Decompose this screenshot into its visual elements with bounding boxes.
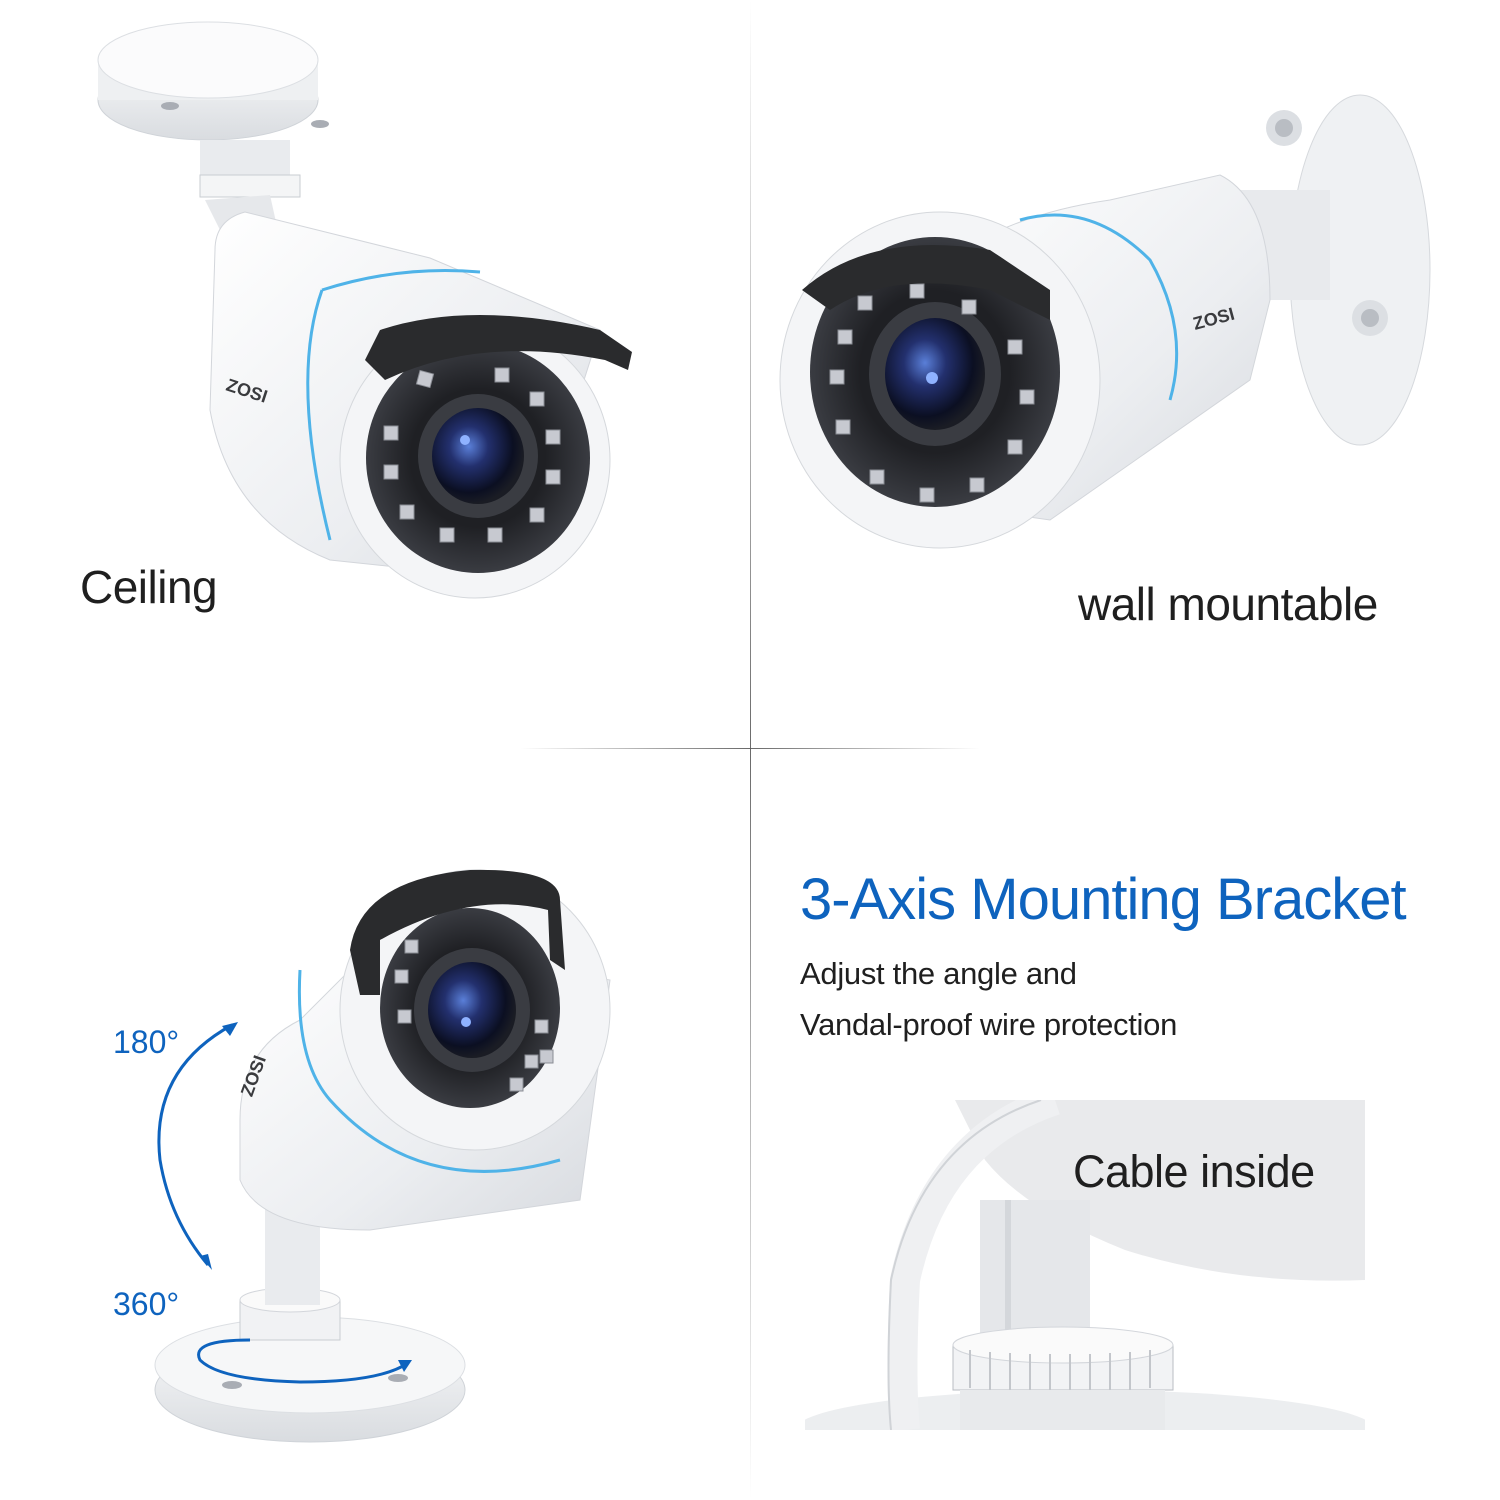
rotation-camera-illustration: ZOSI: [154, 869, 611, 1443]
tilt-arrow-icon: [157, 1023, 233, 1266]
cable-inside-illustration: [805, 1100, 1365, 1430]
tilt-degree-label: 180°: [113, 1024, 180, 1060]
feature-line-2: Vandal-proof wire protection: [800, 1007, 1178, 1042]
pan-degree-label: 360°: [113, 1286, 180, 1322]
wall-camera-illustration: ZOSI: [779, 94, 1431, 549]
feature-line-1: Adjust the angle and: [800, 956, 1077, 991]
vertical-divider: [750, 0, 751, 1500]
ceiling-label: Ceiling: [80, 561, 218, 613]
horizontal-divider: [520, 748, 980, 749]
ceiling-camera-illustration: ZOSI: [97, 21, 632, 599]
pan-arrow-icon: [197, 1338, 409, 1384]
cable-inside-label: Cable inside: [1073, 1146, 1315, 1197]
wall-mountable-label: wall mountable: [1078, 578, 1378, 630]
feature-headline: 3-Axis Mounting Bracket: [800, 867, 1407, 932]
